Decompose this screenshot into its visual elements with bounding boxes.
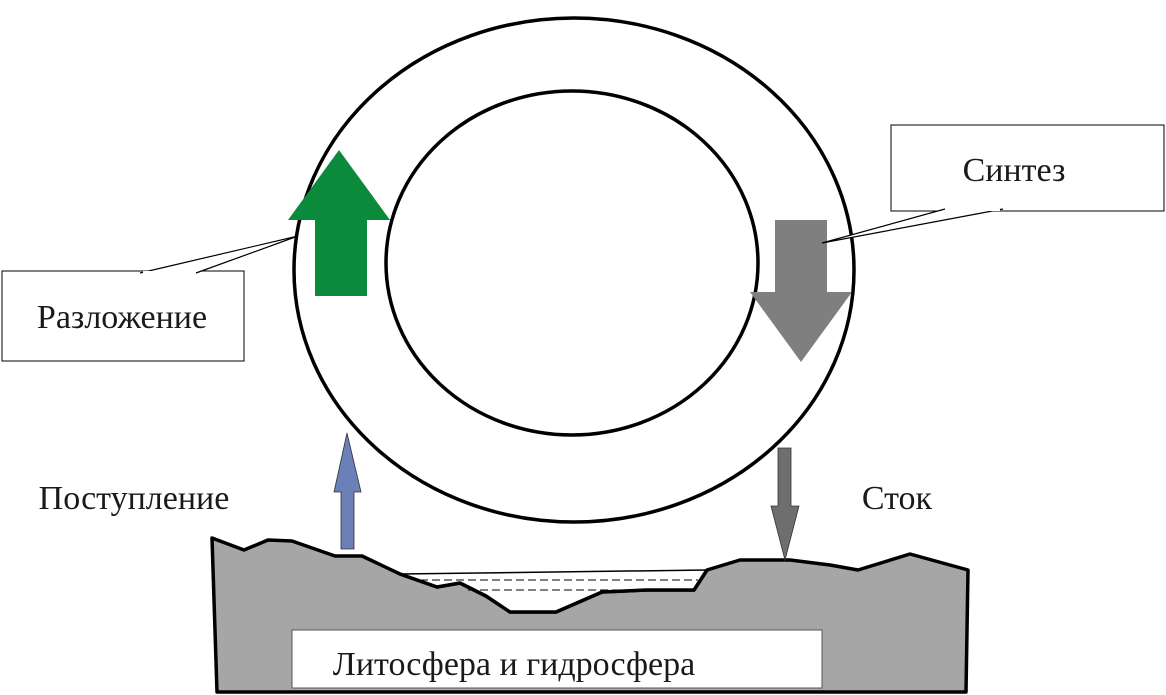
decomposition-label: Разложение <box>37 299 207 336</box>
outer-ring <box>292 16 856 524</box>
synthesis-callout-box <box>890 124 1165 212</box>
lithosphere-label: Литосфера и гидросфера <box>333 646 695 683</box>
runoff-label: Сток <box>862 480 933 517</box>
runoff-arrow <box>770 447 800 562</box>
water-bed-outline <box>399 569 709 614</box>
input-arrow <box>333 432 362 550</box>
lithosphere-label-box <box>291 629 823 689</box>
inner-ring <box>384 89 760 437</box>
input-label: Поступление <box>39 480 230 517</box>
synthesis-label: Синтез <box>963 152 1066 189</box>
synthesis-callout-pointer <box>821 208 1004 244</box>
decomposition-arrow <box>288 150 390 296</box>
water-surface-line <box>399 569 708 575</box>
decomposition-callout-pointer <box>139 235 299 274</box>
synthesis-arrow <box>750 220 852 362</box>
decomposition-callout-box <box>1 270 245 362</box>
